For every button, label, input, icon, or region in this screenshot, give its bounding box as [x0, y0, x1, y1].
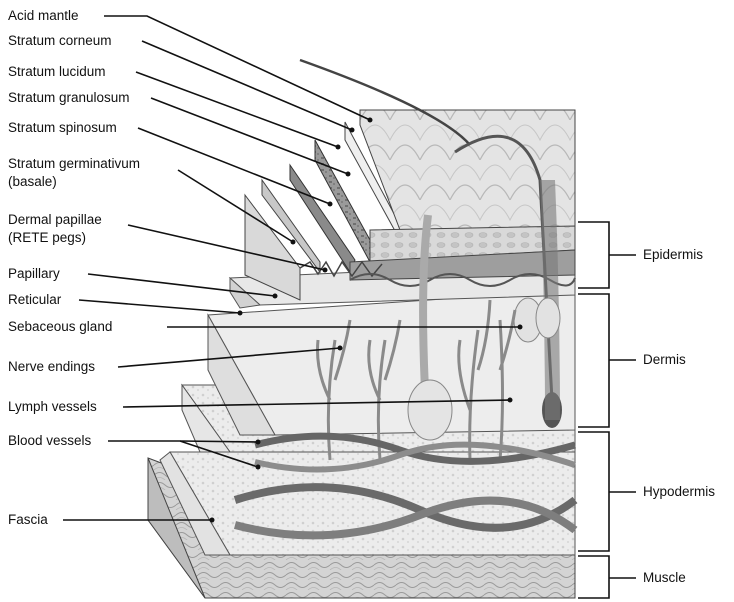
label-hypodermis: Hypodermis	[643, 484, 715, 500]
label-dermis: Dermis	[643, 352, 686, 368]
label-stratum-corneum: Stratum corneum	[8, 33, 112, 49]
label-nerve-endings: Nerve endings	[8, 359, 95, 375]
label-stratum-granulosum: Stratum granulosum	[8, 90, 130, 106]
label-stratum-spinosum: Stratum spinosum	[8, 120, 117, 136]
label-blood-vessels: Blood vessels	[8, 433, 91, 449]
label-lymph-vessels: Lymph vessels	[8, 399, 97, 415]
label-papillary: Papillary	[8, 266, 60, 282]
label-stratum-lucidum: Stratum lucidum	[8, 64, 106, 80]
label-epidermis: Epidermis	[643, 247, 703, 263]
label-acid-mantle: Acid mantle	[8, 8, 79, 24]
label-muscle: Muscle	[643, 570, 686, 586]
label-stratum-germinativum: Stratum germinativum	[8, 156, 140, 172]
dermis-block	[208, 262, 575, 435]
label-fascia: Fascia	[8, 512, 48, 528]
epidermis-block	[245, 110, 575, 300]
layer-braces	[578, 222, 636, 598]
label-reticular: Reticular	[8, 292, 61, 308]
label-stratum-germinativum-basale: (basale)	[8, 174, 57, 190]
label-dermal-papillae-rete: (RETE pegs)	[8, 230, 86, 246]
label-sebaceous-gland: Sebaceous gland	[8, 319, 112, 335]
label-dermal-papillae: Dermal papillae	[8, 212, 102, 228]
sebaceous-gland-shape	[514, 298, 560, 342]
